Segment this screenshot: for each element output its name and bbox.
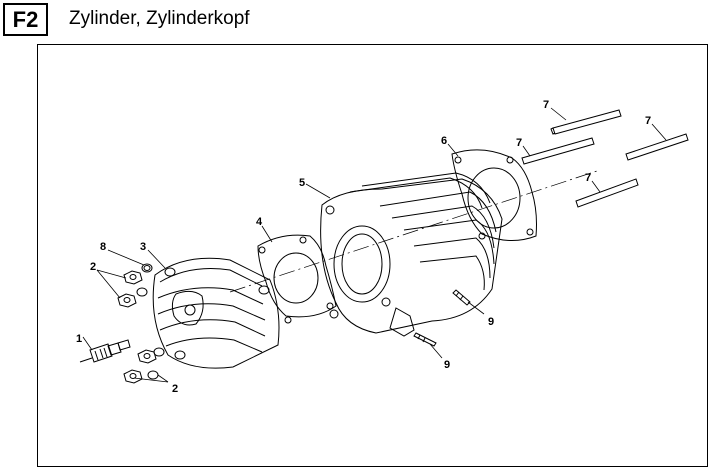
callout-1: 1 [76,333,82,345]
callout-2-lower: 2 [172,383,178,395]
part-washer [143,265,151,271]
callout-7-lower: 7 [585,172,591,184]
section-code-badge: F2 [3,3,48,36]
callout-7-middle: 7 [516,137,522,149]
callout-8: 8 [100,241,106,253]
callout-7-top: 7 [543,99,549,111]
callout-4: 4 [256,216,263,228]
callout-2-upper: 2 [90,261,96,273]
part-cylinder [320,172,503,337]
part-nut-lower [123,347,165,384]
part-stud-bolts [521,109,689,208]
callout-3: 3 [140,241,146,253]
assembly-axis [229,169,601,293]
part-nut-upper [117,263,153,308]
page-title: Zylinder, Zylinderkopf [69,8,250,29]
part-head-gasket [257,234,337,324]
callout-9-upper: 9 [488,316,494,328]
part-base-gasket [451,149,537,241]
callout-9-lower: 9 [444,359,450,371]
section-code: F2 [12,6,39,32]
part-cylinder-head [152,257,280,369]
callout-6: 6 [441,135,447,147]
part-exhaust-studs [413,289,471,347]
diagram-frame [37,44,708,467]
callout-7-right: 7 [645,115,651,127]
leader-lines [82,107,667,383]
callout-5: 5 [299,177,305,189]
part-spark-plug [79,339,131,363]
